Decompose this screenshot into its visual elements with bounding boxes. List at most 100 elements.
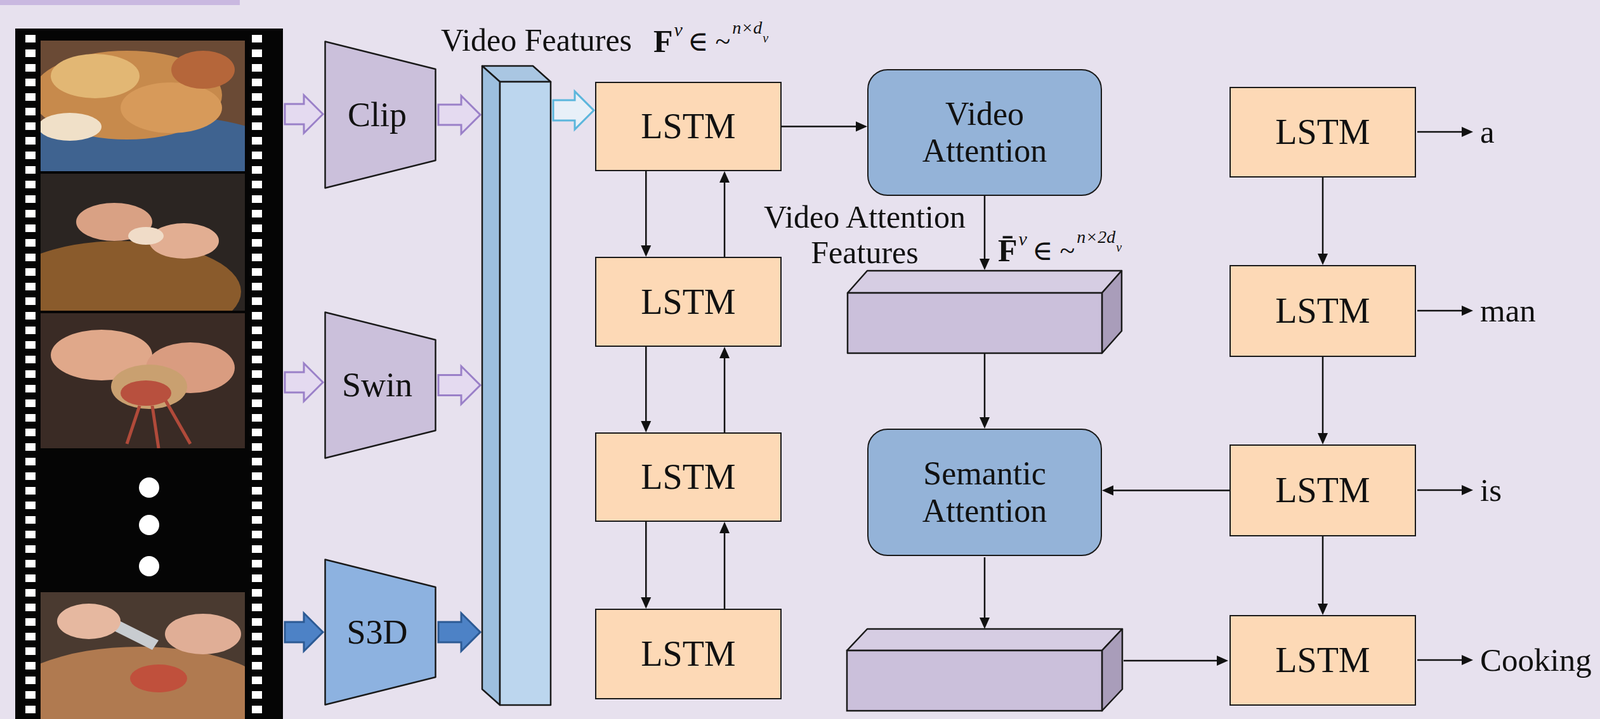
word-slot: a: [1480, 114, 1495, 150]
feature-arrow: [438, 366, 481, 405]
arrow-head: [640, 421, 651, 433]
video-frame: [40, 40, 245, 172]
flow-line: [983, 196, 986, 261]
flow-arrow: [1317, 357, 1328, 445]
output-line: [1417, 131, 1462, 134]
feature-heading: Video Attention Features: [756, 199, 973, 271]
flow-line: [645, 522, 648, 599]
node-label: LSTM: [1275, 112, 1370, 153]
node-face: [847, 270, 1122, 294]
input-arrow: [284, 363, 323, 402]
flow-arrow: [719, 171, 730, 257]
lstm-box: LSTM: [1229, 444, 1417, 537]
arrow-head: [1461, 126, 1474, 138]
flow-line: [645, 171, 648, 247]
arrow-head: [719, 522, 730, 534]
arrow-head: [979, 258, 990, 271]
arrow-head: [1461, 485, 1474, 496]
sprocket-holes: [25, 31, 36, 719]
node-label: LSTM: [640, 634, 736, 675]
feature-arrow: [438, 95, 481, 134]
attention-box: Semantic Attention: [867, 428, 1102, 557]
flow-line: [781, 125, 858, 128]
math-symbol: v: [1115, 241, 1122, 254]
feature-bar: Video Features: [481, 65, 552, 707]
node-outline: [846, 270, 1123, 355]
feature-slab: [1101, 629, 1123, 712]
feature-arrow: [438, 613, 481, 652]
video-frame: [40, 173, 245, 311]
flow-line: [983, 354, 986, 419]
node-label: Swin: [341, 366, 413, 405]
input-arrow: [284, 613, 323, 652]
math-symbol: F̄: [997, 234, 1018, 267]
arrow-head: [855, 121, 868, 132]
node-label: LSTM: [640, 282, 736, 323]
output-word: is: [1480, 473, 1502, 509]
output-line: [1417, 659, 1462, 662]
word-slot: is: [1480, 473, 1502, 509]
flow-arrow: [979, 196, 990, 271]
flow-line: [1112, 489, 1230, 492]
output-word: Cooking: [1480, 643, 1592, 679]
feature-slab: [846, 650, 1102, 712]
attention-box: Video Attention: [867, 69, 1102, 197]
node-label: Clip: [347, 95, 407, 134]
flow-line: [983, 557, 986, 618]
flow-arrow: [1317, 536, 1328, 616]
flow-arrow: [979, 354, 990, 429]
node-face: [499, 81, 551, 706]
flow-line: [1322, 177, 1325, 256]
flow-arrow: [640, 522, 651, 610]
arrow-head: [1216, 655, 1229, 667]
node-label: Video Attention: [905, 95, 1064, 170]
math-group: F̄v∈ ~n×2dv: [997, 228, 1122, 267]
node-face: [325, 41, 436, 189]
feature-arrow: [553, 91, 594, 130]
flow-arrow: [719, 347, 730, 433]
node-face: [482, 65, 500, 706]
lstm-box: LSTM: [1229, 86, 1417, 178]
sprocket-holes: [251, 31, 263, 719]
flow-line: [723, 357, 726, 433]
node-label: S3D: [346, 613, 408, 652]
flow-line: [723, 532, 726, 610]
encoder-trapezoid: S3D: [324, 558, 437, 707]
math-symbol: v: [674, 20, 683, 40]
lstm-box: LSTM: [1229, 265, 1417, 358]
flow-arrow: [640, 171, 651, 257]
arrow-head: [1317, 603, 1328, 616]
flow-line: [1123, 660, 1217, 663]
node-label: LSTM: [1275, 470, 1370, 511]
node-label: LSTM: [640, 106, 736, 147]
math-symbol: ∈ ~: [1032, 237, 1075, 266]
math-symbol: n×2d: [1076, 228, 1116, 247]
feature-heading: Video Features: [440, 22, 632, 58]
video-frame: [40, 592, 245, 719]
math-symbol: v: [762, 31, 769, 45]
node-label: LSTM: [640, 457, 736, 498]
feature-arrow-body: [438, 613, 481, 652]
node-face: [325, 312, 436, 459]
math-symbol: ∈ ~: [687, 27, 731, 56]
arrow-head: [979, 617, 990, 630]
arrow-head: [640, 597, 651, 610]
flow-line: [1322, 357, 1325, 435]
arrow-head: [719, 171, 730, 183]
flow-arrow: [1101, 485, 1230, 497]
arrow-head: [979, 417, 990, 429]
math-symbol: v: [1018, 229, 1028, 249]
output-line: [1417, 489, 1462, 492]
flow-arrow: [640, 347, 651, 433]
output-word: man: [1480, 293, 1536, 329]
lstm-box: LSTM: [595, 609, 782, 700]
input-arrow: [284, 95, 323, 134]
arrow-head: [719, 347, 730, 359]
flow-arrow: [781, 121, 868, 132]
lstm-box: LSTM: [595, 432, 782, 523]
arrow-head: [1461, 305, 1474, 316]
flow-line: [723, 181, 726, 257]
lstm-box: LSTM: [1229, 615, 1417, 707]
ellipsis-dot: [138, 556, 160, 577]
